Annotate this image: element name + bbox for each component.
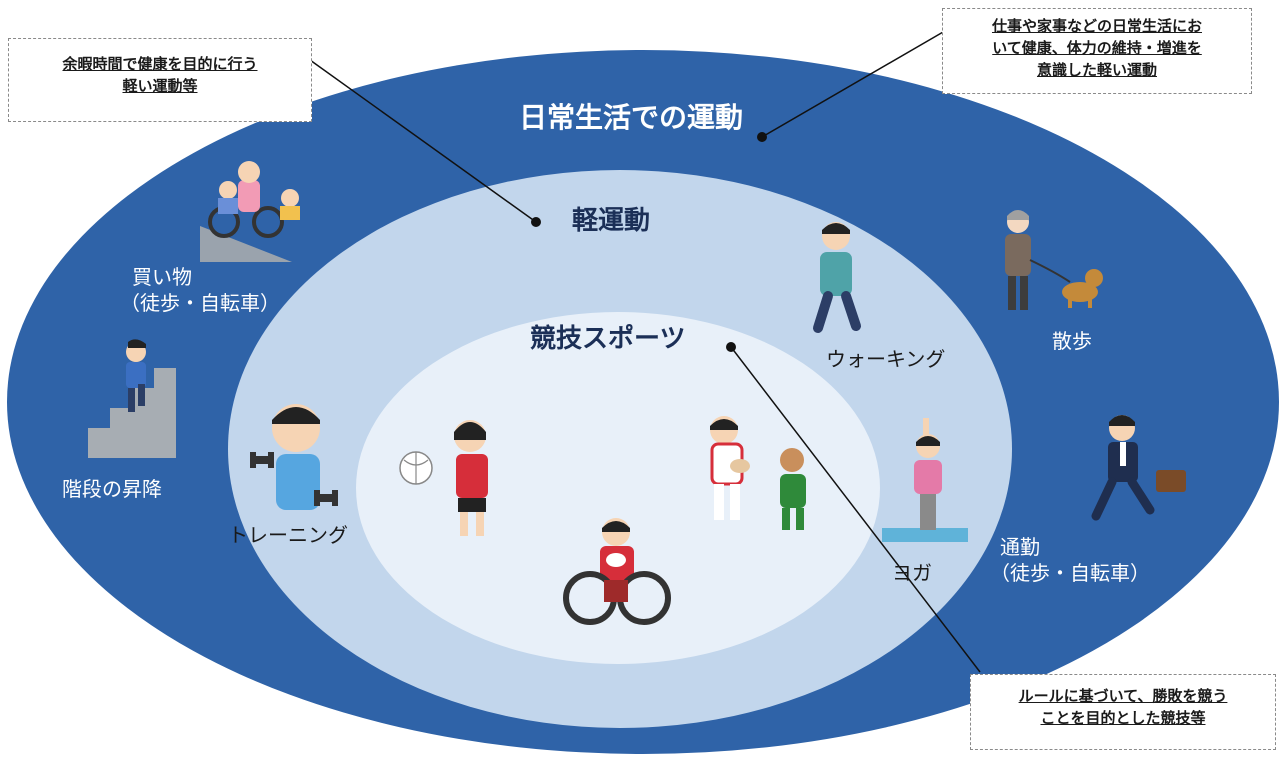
shopping-label-line1: 買い物 (132, 265, 192, 289)
callout-light-exercise: 余暇時間で健康を目的に行う 軽い運動等 (8, 38, 312, 122)
leader-dot-outer (757, 132, 767, 142)
middle-zone-title: 軽運動 (572, 206, 651, 236)
leader-dot-middle (531, 217, 541, 227)
stairs-label: 階段の昇降 (62, 477, 162, 501)
yoga-pose-icon (882, 418, 968, 542)
leader-line-left (309, 59, 537, 223)
family-bicycle-icon (200, 161, 300, 262)
volleyball-player-icon (399, 420, 488, 536)
walking-label: ウォーキング (826, 347, 946, 371)
commute-label: 通勤 （徒歩・自転車） (990, 534, 1150, 586)
inner-zone-title: 競技スポーツ (530, 324, 686, 354)
wheelchair-rugby-icon (563, 518, 671, 625)
shopping-label: 買い物 （徒歩・自転車） (120, 264, 280, 316)
inner-zone-ellipse (356, 312, 880, 664)
leader-dot-inner (726, 342, 736, 352)
outer-zone-title: 日常生活での運動 (519, 101, 744, 134)
callout-top-right-line2: いて健康、体力の維持・増進を (992, 39, 1202, 57)
callout-competitive-sports: ルールに基づいて、勝敗を競う ことを目的とした競技等 (970, 674, 1276, 750)
dumbbell-training-icon (250, 404, 338, 510)
walking-person-icon (813, 222, 861, 333)
shopping-label-line2: （徒歩・自転車） (120, 291, 280, 315)
dog-walking-icon (1005, 210, 1103, 310)
stairs-climbing-icon (88, 339, 176, 458)
walk-dog-label: 散歩 (1052, 329, 1092, 353)
commute-label-line2: （徒歩・自転車） (990, 561, 1150, 585)
callout-left-line2: 軽い運動等 (122, 77, 198, 95)
callout-bottom-right-line1: ルールに基づいて、勝敗を競う (1018, 687, 1228, 705)
rugby-players-icon (710, 416, 806, 530)
callout-left-line1: 余暇時間で健康を目的に行う (62, 55, 258, 73)
callout-daily-life-exercise: 仕事や家事などの日常生活にお いて健康、体力の維持・増進を 意識した軽い運動 (942, 8, 1252, 94)
callout-bottom-right-line2: ことを目的とした競技等 (1040, 709, 1206, 727)
callout-top-right-line1: 仕事や家事などの日常生活にお (991, 17, 1202, 35)
commuter-running-icon (1091, 415, 1186, 521)
training-label: トレーニング (228, 523, 348, 547)
leader-line-bottom-right (730, 346, 981, 673)
yoga-label: ヨガ (892, 561, 932, 585)
commute-label-line1: 通勤 (1000, 535, 1040, 559)
callout-top-right-line3: 意識した軽い運動 (1036, 61, 1157, 79)
leader-line-top-right (761, 27, 951, 138)
